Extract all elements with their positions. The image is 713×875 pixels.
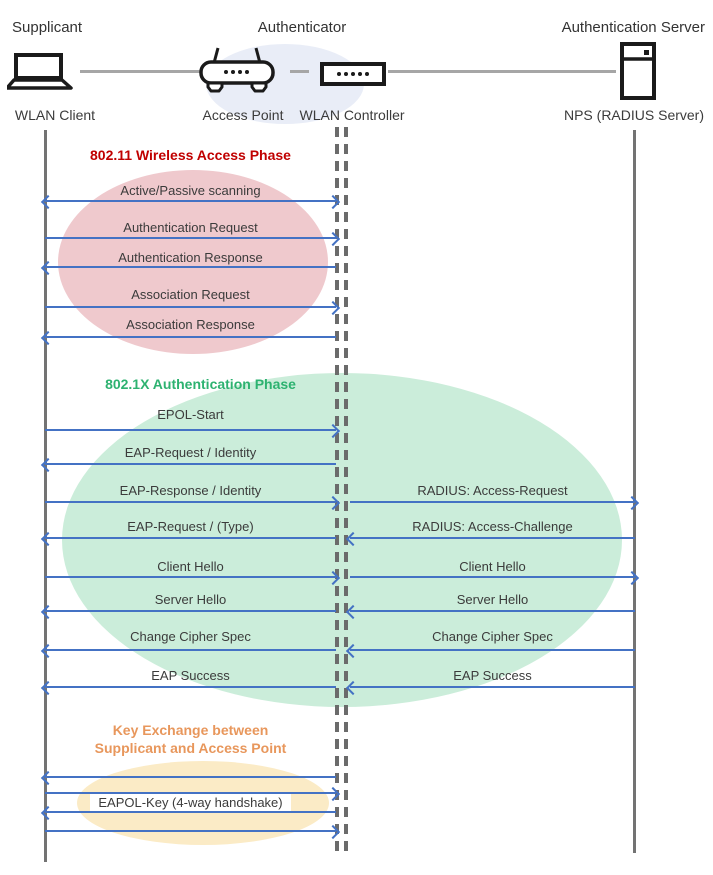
- arrow-scanning: [40, 194, 341, 210]
- label-eap-success-left: EAP Success: [151, 668, 230, 683]
- laptop-icon: [7, 53, 73, 90]
- label-eap-request-type: EAP-Request / (Type): [127, 519, 254, 534]
- authenticator-lifeline-right: [344, 127, 348, 852]
- role-supplicant: Supplicant: [12, 19, 83, 36]
- arrow-association-request: [45, 300, 341, 316]
- supplicant-lifeline: [44, 130, 47, 862]
- arrow-authentication-response: [40, 260, 336, 276]
- phase2-ellipse: [62, 373, 622, 707]
- connector-controller-server: [388, 70, 616, 73]
- connector-ap-controller: [290, 70, 309, 73]
- arrow-authentication-request: [45, 231, 341, 247]
- label-eapol-key: EAPOL-Key (4-way handshake): [45, 794, 336, 811]
- authenticator-lifeline-left: [335, 127, 339, 852]
- label-client-hello-left: Client Hello: [157, 559, 224, 574]
- label-association-request: Association Request: [131, 287, 250, 302]
- label-authentication-request: Authentication Request: [123, 220, 258, 235]
- arrow-client-hello-left: [45, 570, 341, 586]
- arrow-eap-request-type: [40, 531, 336, 547]
- arrow-eapol-key-4: [45, 824, 341, 840]
- label-association-response: Association Response: [126, 317, 255, 332]
- access-point-icon: [199, 47, 275, 93]
- arrow-change-cipher-right: [345, 643, 635, 659]
- role-authentication-server: Authentication Server: [561, 19, 705, 36]
- arrow-association-response: [40, 330, 336, 346]
- label-change-cipher-right: Change Cipher Spec: [432, 629, 553, 644]
- label-radius-access-request: RADIUS: Access-Request: [417, 483, 568, 498]
- phase3-title-line1: Key Exchange between: [112, 722, 269, 738]
- label-eap-request-identity: EAP-Request / Identity: [124, 445, 257, 460]
- phase1-title: 802.11 Wireless Access Phase: [90, 147, 291, 163]
- label-server-hello-right: Server Hello: [456, 592, 529, 607]
- arrow-epol-start: [45, 423, 341, 439]
- phase3-title-line2: Supplicant and Access Point: [94, 740, 287, 756]
- label-radius-access-challenge: RADIUS: Access-Challenge: [412, 519, 573, 534]
- phase2-title: 802.1X Authentication Phase: [105, 376, 296, 392]
- label-authentication-response: Authentication Response: [118, 250, 263, 265]
- label-eap-success-right: EAP Success: [453, 668, 532, 683]
- label-scanning: Active/Passive scanning: [120, 183, 261, 198]
- eapol-key-textbox: EAPOL-Key (4-way handshake): [90, 794, 291, 811]
- arrow-client-hello-right: [350, 570, 640, 586]
- role-authenticator: Authenticator: [257, 19, 347, 36]
- server-icon: [620, 42, 656, 100]
- arrow-eap-request-identity: [40, 457, 336, 473]
- arrow-eapol-key-1: [40, 770, 336, 786]
- device-wlan-controller: WLAN Controller: [299, 107, 405, 123]
- arrow-eapol-key-2: [45, 786, 341, 802]
- connector-client-ap: [80, 70, 200, 73]
- label-eap-response-identity: EAP-Response / Identity: [119, 483, 262, 498]
- device-access-point: Access Point: [202, 107, 284, 123]
- arrow-eap-success-left: [40, 680, 336, 696]
- device-wlan-client: WLAN Client: [14, 107, 96, 123]
- arrow-server-hello-left: [40, 604, 336, 620]
- server-lifeline: [633, 130, 636, 853]
- label-client-hello-right: Client Hello: [459, 559, 526, 574]
- label-epol-start: EPOL-Start: [157, 407, 224, 422]
- label-change-cipher-left: Change Cipher Spec: [130, 629, 251, 644]
- wlan-controller-icon: [320, 62, 386, 86]
- device-nps-radius-server: NPS (RADIUS Server): [563, 107, 705, 123]
- arrow-server-hello-right: [345, 604, 635, 620]
- arrow-radius-access-request: [350, 495, 640, 511]
- arrow-radius-access-challenge: [345, 531, 635, 547]
- arrow-eap-response-identity: [45, 495, 341, 511]
- arrow-eapol-key-3: [40, 805, 336, 821]
- arrow-eap-success-right: [345, 680, 635, 696]
- arrow-change-cipher-left: [40, 643, 336, 659]
- label-server-hello-left: Server Hello: [154, 592, 227, 607]
